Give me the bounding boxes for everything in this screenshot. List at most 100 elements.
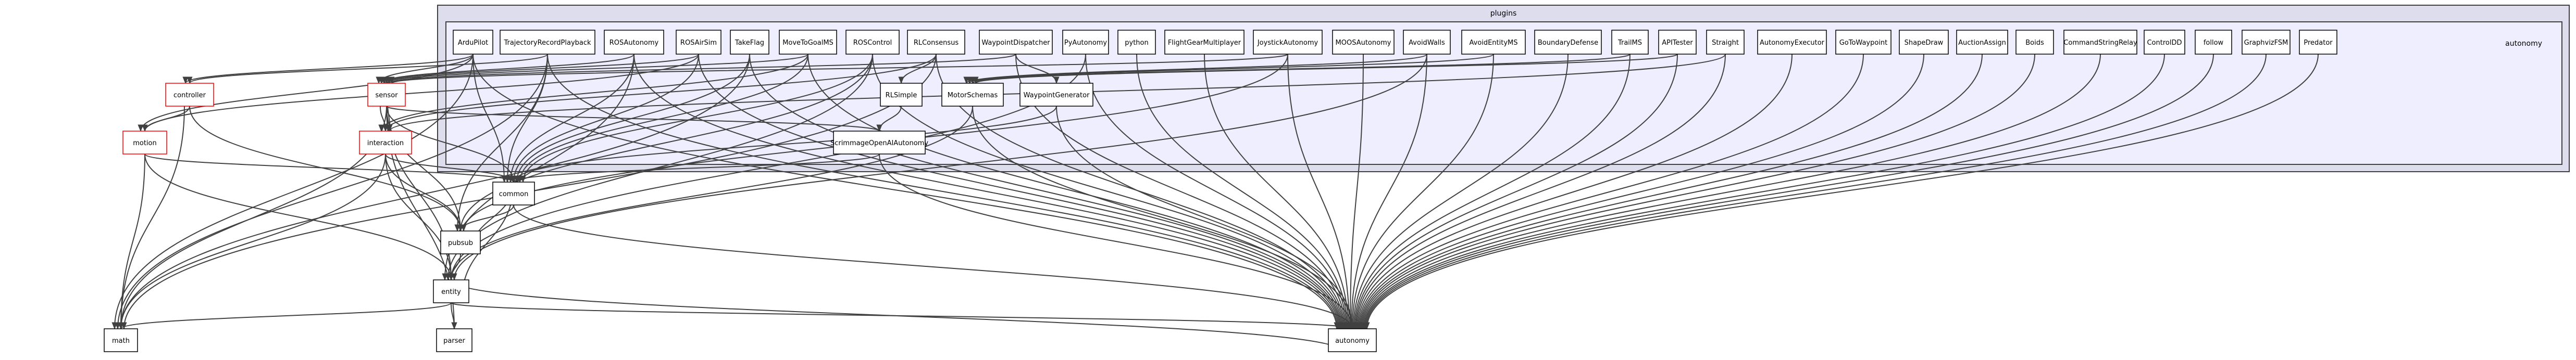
plugins-cluster-label: plugins	[1490, 9, 1517, 18]
node-pyautonomy-label: PyAutonomy	[1064, 39, 1107, 47]
node-rlsimple[interactable]: RLSimple	[880, 83, 923, 107]
node-trailms[interactable]: TrailMS	[1611, 30, 1649, 55]
node-commandstringrelay[interactable]: CommandStringRelay	[2063, 30, 2137, 55]
node-autonomy[interactable]: autonomy	[1328, 328, 1377, 352]
dependency-edge-16	[1350, 54, 1569, 330]
node-straight[interactable]: Straight	[1706, 30, 1745, 55]
node-commandstringrelay-label: CommandStringRelay	[2063, 39, 2137, 47]
dependency-edge-2	[633, 54, 1342, 330]
node-boundarydefense-label: BoundaryDefense	[1538, 39, 1598, 47]
dependency-edge-24	[1359, 54, 2035, 330]
node-auctionassign-label: AuctionAssign	[1958, 39, 2006, 47]
dependency-edge-12	[1287, 54, 1352, 330]
node-math[interactable]: math	[104, 328, 138, 352]
node-pyautonomy[interactable]: PyAutonomy	[1062, 30, 1109, 55]
node-controldd-label: ControlDD	[2147, 39, 2182, 47]
dependency-edge-96	[118, 302, 452, 330]
node-rosautonomy[interactable]: ROSAutonomy	[604, 30, 664, 55]
node-flightgearmultiplayer-label: FlightGearMultiplayer	[1168, 39, 1241, 47]
node-graphvizfsm[interactable]: GraphvizFSM	[2242, 30, 2291, 55]
node-roscontrol[interactable]: ROSControl	[845, 30, 900, 55]
dependency-edge-50	[451, 54, 1427, 281]
dependency-edges	[111, 54, 2319, 352]
node-parser-label: parser	[443, 337, 465, 345]
node-autonomyexecutor[interactable]: AutonomyExecutor	[1757, 30, 1827, 55]
node-apitester-label: APITester	[1662, 39, 1693, 47]
node-movetogoalms[interactable]: MoveToGoalMS	[779, 30, 837, 55]
dependency-edge-70	[448, 106, 973, 281]
dependency-edge-9	[1085, 54, 1349, 330]
node-avoidwalls-label: AvoidWalls	[1409, 39, 1445, 47]
node-motorschemas[interactable]: MotorSchemas	[941, 83, 1004, 107]
dependency-edge-5	[807, 54, 1345, 330]
node-python[interactable]: python	[1117, 30, 1156, 55]
dependency-edge-28	[1363, 54, 2267, 330]
dependency-edge-32	[507, 54, 634, 183]
node-entity[interactable]: entity	[433, 279, 469, 303]
dependency-edge-55	[378, 54, 808, 132]
node-scrimmageopenaiautonomy[interactable]: ScrimmageOpenAIAutonomy	[830, 131, 928, 155]
node-parser[interactable]: parser	[436, 328, 472, 352]
node-sensor-label: sensor	[375, 92, 398, 99]
node-avoidentityms[interactable]: AvoidEntityMS	[1461, 30, 1526, 55]
dependency-edge-10	[1136, 54, 1350, 330]
dependency-edge-14	[1348, 54, 1427, 330]
node-rlconsensus[interactable]: RLConsensus	[907, 30, 965, 55]
node-boundarydefense[interactable]: BoundaryDefense	[1534, 30, 1602, 55]
dependency-edge-4	[749, 54, 1344, 330]
dependency-edge-59	[1015, 54, 1060, 84]
dependency-edge-40	[383, 54, 808, 84]
node-apitester[interactable]: APITester	[1658, 30, 1697, 55]
dependency-edge-71	[972, 106, 1355, 330]
node-controldd[interactable]: ControlDD	[2144, 30, 2185, 55]
node-shapedraw[interactable]: ShapeDraw	[1899, 30, 1949, 55]
node-joystickautonomy-label: JoystickAutonomy	[1257, 39, 1318, 47]
node-rosairsim-label: ROSAirSim	[680, 39, 717, 47]
dependency-edge-72	[1056, 106, 1355, 330]
dependency-edge-83	[386, 106, 882, 132]
node-predator-label: Predator	[2304, 39, 2333, 47]
node-waypointdispatcher[interactable]: WaypointDispatcher	[979, 30, 1053, 55]
node-controller[interactable]: controller	[165, 83, 214, 107]
node-joystickautonomy[interactable]: JoystickAutonomy	[1253, 30, 1323, 55]
node-follow-label: follow	[2204, 39, 2224, 47]
dependency-edge-41	[386, 54, 1016, 84]
node-waypointdispatcher-label: WaypointDispatcher	[981, 39, 1050, 47]
node-moosautonomy-label: MOOSAutonomy	[1336, 39, 1391, 47]
node-motorschemas-label: MotorSchemas	[948, 92, 998, 99]
dependency-edge-75	[118, 106, 185, 330]
node-takeflag[interactable]: TakeFlag	[730, 30, 769, 55]
node-trajectoryrecordplayback[interactable]: TrajectoryRecordPlayback	[500, 30, 595, 55]
node-common[interactable]: common	[492, 182, 535, 205]
node-follow[interactable]: follow	[2195, 30, 2232, 55]
node-motion[interactable]: motion	[122, 131, 167, 155]
node-interaction[interactable]: interaction	[359, 131, 412, 155]
node-pubsub[interactable]: pubsub	[440, 230, 481, 254]
dependency-edge-77	[380, 106, 389, 132]
dependency-edge-100	[448, 279, 1342, 352]
autonomy-cluster-label: autonomy	[2505, 40, 2542, 48]
node-avoidwalls[interactable]: AvoidWalls	[1403, 30, 1451, 55]
node-boids[interactable]: Boids	[2015, 30, 2054, 55]
dependency-edge-23	[1358, 54, 1983, 330]
node-auctionassign[interactable]: AuctionAssign	[1956, 30, 2008, 55]
dependency-edge-85	[385, 153, 517, 183]
node-interaction-label: interaction	[367, 139, 404, 147]
node-sensor[interactable]: sensor	[367, 83, 406, 107]
node-ardupilot[interactable]: ArduPilot	[453, 30, 493, 55]
dependency-edge-51	[182, 54, 474, 84]
node-rosairsim[interactable]: ROSAirSim	[676, 30, 721, 55]
node-boids-label: Boids	[2025, 39, 2044, 47]
node-pubsub-label: pubsub	[448, 239, 473, 247]
dependency-edge-43	[111, 54, 474, 330]
node-predator[interactable]: Predator	[2299, 30, 2337, 55]
dependency-edge-86	[385, 153, 464, 232]
dependency-edge-3	[698, 54, 1343, 330]
node-waypointgenerator[interactable]: WaypointGenerator	[1019, 83, 1093, 107]
node-gotowaypoint[interactable]: GoToWaypoint	[1835, 30, 1891, 55]
node-moosautonomy[interactable]: MOOSAutonomy	[1332, 30, 1395, 55]
node-math-label: math	[112, 337, 130, 345]
dependency-edge-92	[457, 204, 514, 232]
node-flightgearmultiplayer[interactable]: FlightGearMultiplayer	[1164, 30, 1245, 55]
dependency-edge-20	[1354, 54, 1793, 330]
